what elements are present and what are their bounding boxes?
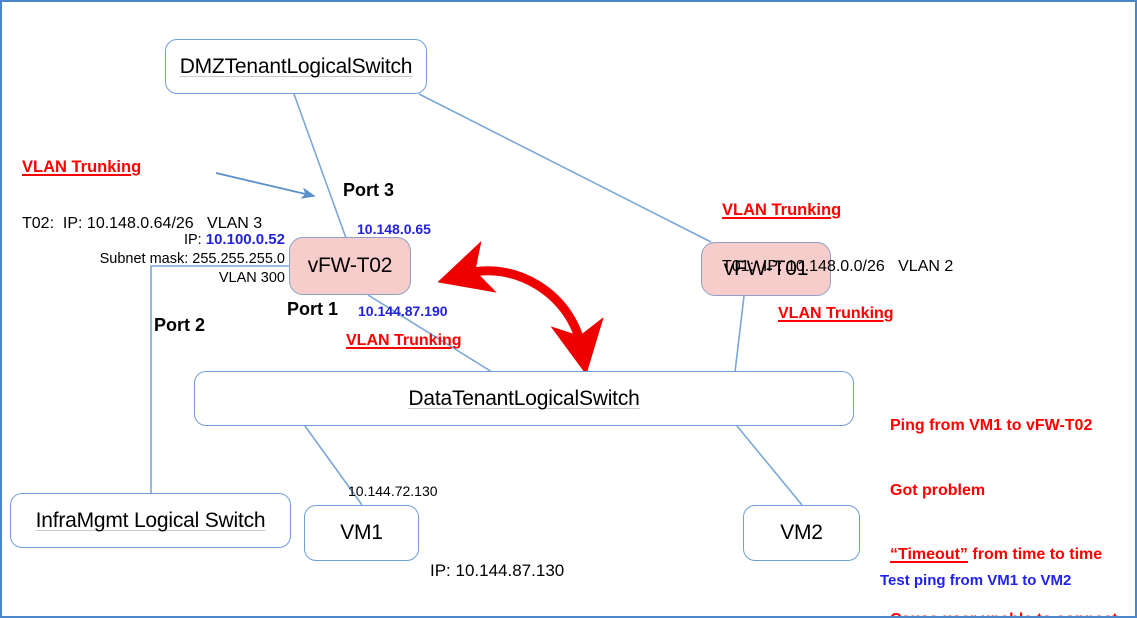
node-vm1-label: VM1	[340, 521, 383, 545]
label-port-1: Port 1	[287, 299, 339, 319]
node-inframgmt-logical-switch[interactable]: InfraMgmt Logical Switch	[10, 493, 291, 548]
node-vm1[interactable]: VM1	[304, 505, 419, 561]
node-dmz-logical-switch[interactable]: DMZTenantLogicalSwitch	[165, 39, 427, 94]
vfw-t02-mgmt-vlan: VLAN 300	[218, 270, 285, 286]
node-data-logical-switch[interactable]: DataTenantLogicalSwitch	[194, 371, 854, 426]
annotation-vlan-trunking-t01-title: VLAN Trunking	[722, 201, 842, 219]
vm1-network-details: IP: 10.144.87.130 Subnet mask: 255.255.2…	[430, 508, 666, 616]
wire-dmz-to-vfwt01	[418, 93, 712, 243]
vfw-t02-mgmt-details: IP: 10.100.0.52 Subnet mask: 255.255.255…	[42, 230, 285, 288]
vm1-ip: IP: 10.144.87.130	[430, 561, 565, 580]
node-vfw-t02-label: vFW-T02	[307, 254, 393, 278]
node-vfw-t02[interactable]: vFW-T02	[289, 237, 411, 295]
red-double-arrow	[437, 240, 604, 375]
note-ping-problem-line-0: Ping from VM1 to vFW-T02	[890, 417, 1093, 434]
annotation-vlan-trunking-t02-body: T02: IP: 10.148.0.64/26 VLAN 3	[22, 215, 263, 232]
annotation-vlan-trunking-t01: VLAN Trunking T01: IP: 10.148.0.0/26 VLA…	[722, 165, 953, 312]
vfw-t02-mgmt-ip-line: IP: 10.100.0.52	[183, 231, 285, 248]
note-ping-problem-line-1: Got problem	[890, 481, 986, 499]
note-timeout-rest: from time to time	[967, 546, 1103, 563]
note-ping-problem-line-3: Cause user unable to connect	[890, 609, 1118, 617]
node-vfw-t01-label: vFW-T01	[723, 257, 809, 281]
wire-dataswitch-to-vm2	[736, 425, 803, 506]
label-vlan-trunking-port1: VLAN Trunking	[346, 332, 462, 349]
label-port-2: Port 2	[154, 315, 206, 335]
node-vfw-t01[interactable]: vFW-T01	[701, 242, 831, 296]
node-infra-switch-label: InfraMgmt Logical Switch	[35, 508, 266, 532]
node-dmz-label: DMZTenantLogicalSwitch	[179, 54, 413, 78]
label-ip-port1: 10.144.87.190	[358, 303, 448, 319]
note-ping-test-line-0: Test ping from VM1 to VM2	[880, 572, 1072, 589]
label-ip-vm1-link: 10.144.72.130	[348, 483, 438, 499]
annotation-vlan-trunking-t02: VLAN Trunking T02: IP: 10.148.0.64/26 VL…	[22, 122, 262, 269]
node-vm2-label: VM2	[780, 521, 823, 545]
vfw-t02-mgmt-subnet: Subnet mask: 255.255.255.0	[99, 251, 285, 267]
wire-dmz-to-vfwt02	[293, 93, 347, 239]
node-data-switch-label: DataTenantLogicalSwitch	[408, 386, 640, 410]
label-port-3: Port 3	[343, 180, 395, 200]
note-timeout-token: “Timeout”	[890, 546, 968, 563]
annotation-vlan-trunking-t02-title: VLAN Trunking	[22, 158, 142, 176]
label-ip-port3: 10.148.0.65	[357, 221, 431, 237]
label-vlan-trunking-vfwt01: VLAN Trunking	[778, 305, 894, 322]
annotation-vlan-trunking-t01-body: T01: IP: 10.148.0.0/26 VLAN 2	[722, 258, 954, 275]
note-ping-problem-line-2: “Timeout” from time to time	[890, 544, 1118, 566]
note-ping-test: Test ping from VM1 to VM2 No timeout at …	[880, 526, 1072, 616]
note-ping-problem: Ping from VM1 to vFW-T02 Got problem “Ti…	[890, 372, 1118, 617]
node-vm2[interactable]: VM2	[743, 505, 860, 561]
vfw-t02-mgmt-ip-value: 10.100.0.52	[205, 231, 285, 248]
